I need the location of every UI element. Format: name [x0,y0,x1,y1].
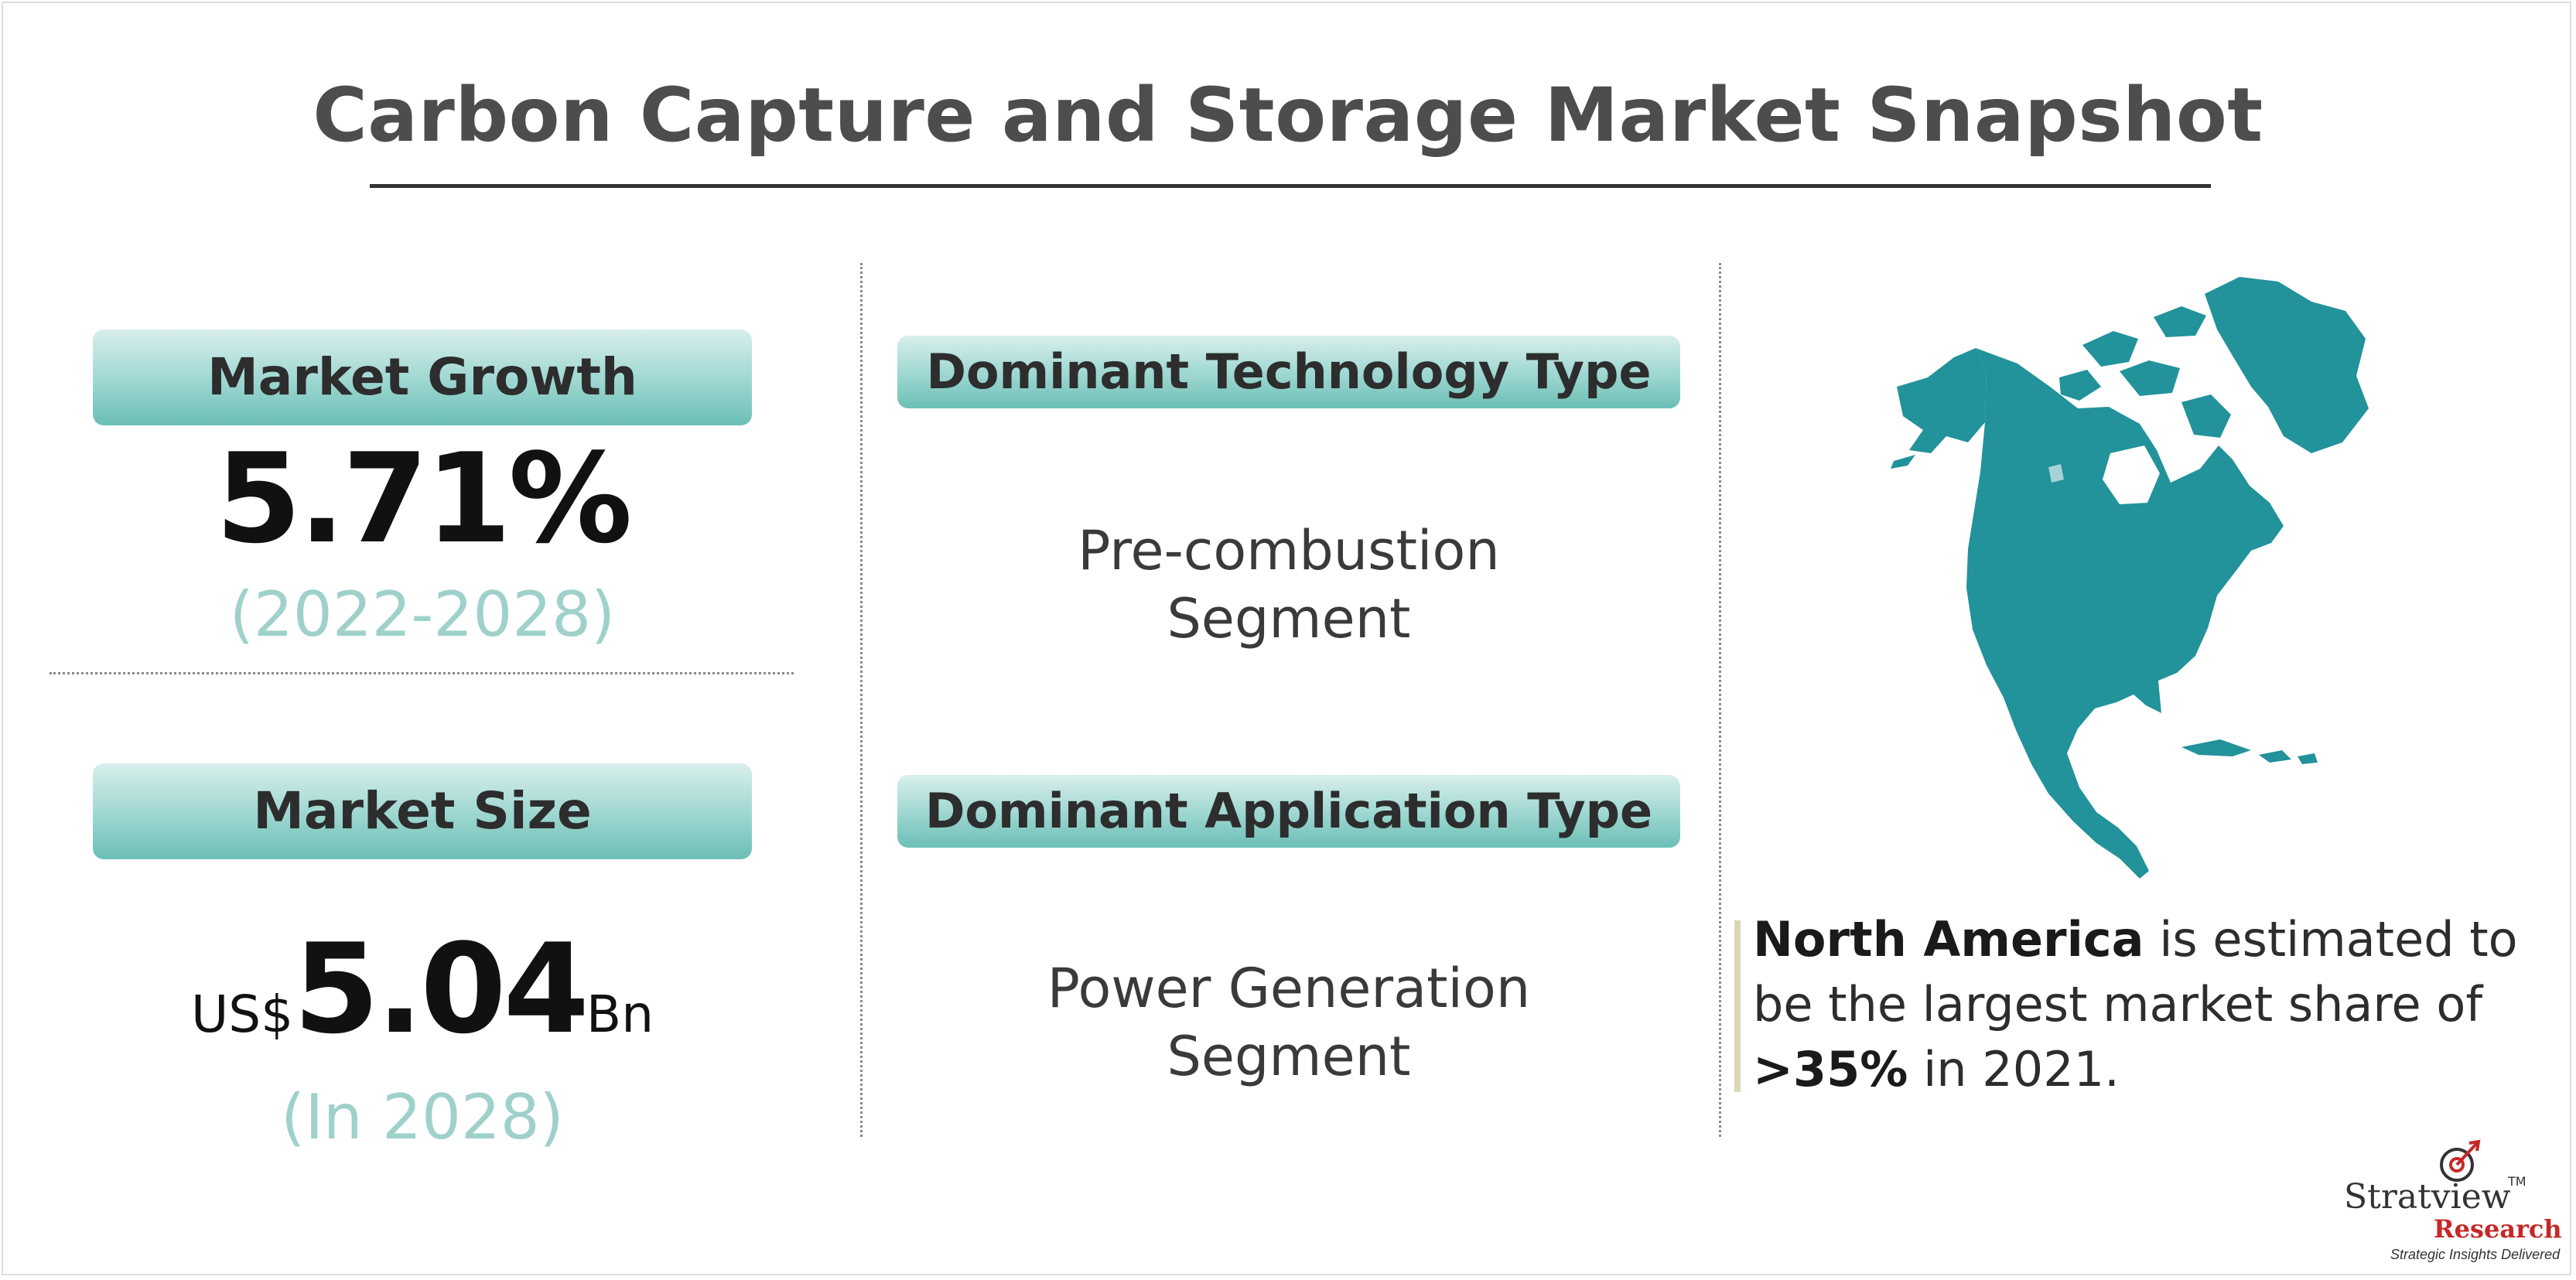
market-size-label: Market Size [93,763,752,859]
technology-segment: Pre-combustion Segment [897,517,1680,653]
page-title: Carbon Capture and Storage Market Snapsh… [313,72,2263,159]
market-size-currency: US$ [190,985,294,1044]
title-underline [370,184,2211,188]
column-divider-right [1719,263,1721,1137]
logo-trademark: TM [2508,1174,2526,1189]
quote-bar [1734,920,1741,1092]
north-america-map-icon [1891,277,2369,879]
logo-tagline: Strategic Insights Delivered [2390,1247,2561,1262]
stratview-logo: Stratview TM Research Strategic Insights… [2344,1137,2562,1268]
logo-name: Stratview [2344,1177,2511,1217]
region-text-part1: is estimated to be the largest market sh… [1753,911,2518,1033]
technology-segment-line2: Segment [1167,587,1411,650]
column-divider-left [860,263,863,1137]
technology-type-label: Dominant Technology Type [897,336,1680,408]
market-size-period: (In 2028) [281,1081,564,1153]
application-type-label: Dominant Application Type [897,775,1680,848]
logo-research: Research [2434,1214,2562,1244]
region-share: >35% [1753,1041,1908,1097]
market-size-value: 5.04 [293,916,589,1061]
application-segment: Power Generation Segment [897,954,1680,1091]
market-size-unit: Bn [586,985,654,1044]
application-segment-line1: Power Generation [1047,957,1531,1020]
region-statement: North America is estimated to be the lar… [1753,907,2526,1102]
region-name: North America [1753,911,2144,968]
market-growth-value: 5.71% [215,426,632,571]
application-segment-line2: Segment [1167,1025,1411,1088]
region-text-part2: in 2021. [1908,1041,2120,1097]
target-arrow-icon [2440,1139,2481,1182]
technology-segment-line1: Pre-combustion [1078,519,1500,582]
market-growth-period: (2022-2028) [229,579,616,650]
row-divider [50,672,794,674]
market-size-value-row: US$ 5.04 Bn [93,916,752,1061]
market-growth-label: Market Growth [93,329,752,425]
